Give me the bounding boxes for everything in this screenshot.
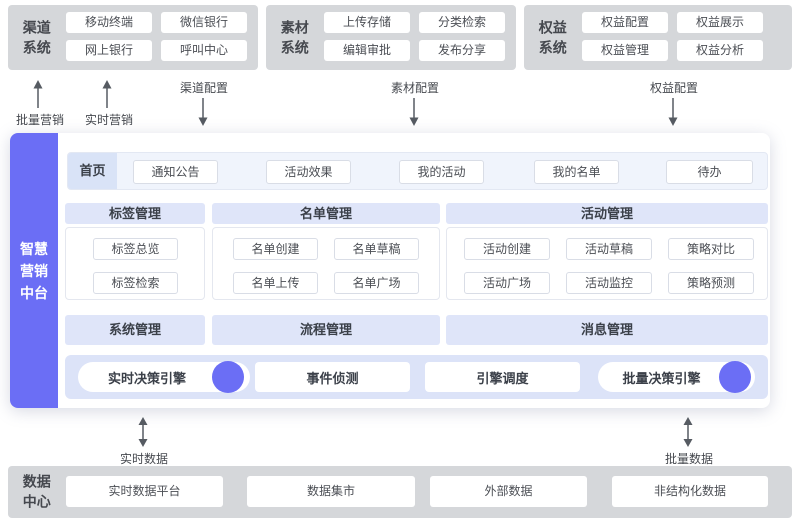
batch-marketing-label: 批量营销 [15, 113, 64, 127]
strategy-compare-button[interactable]: 策略对比 [668, 238, 754, 260]
nav-todo-button[interactable]: 待办 [666, 160, 753, 184]
tag-search-button[interactable]: 标签检索 [93, 272, 178, 294]
data-center-box: 数据中心 实时数据平台 数据集市 外部数据 非结构化数据 [8, 466, 792, 518]
engine-dot-icon [719, 361, 751, 393]
arrow-down-icon [409, 98, 419, 126]
material-config-label: 素材配置 [390, 81, 439, 95]
unstructured-data-item[interactable]: 非结构化数据 [612, 476, 768, 507]
activity-management-header: 活动管理 [446, 203, 768, 224]
channel-item-mobile-terminal[interactable]: 移动终端 [66, 12, 152, 33]
external-data-item[interactable]: 外部数据 [430, 476, 587, 507]
engine-band: 实时决策引擎 事件侦测 引擎调度 批量决策引擎 [65, 355, 768, 399]
activity-management-body: 活动创建 活动草稿 策略对比 活动广场 活动监控 策略预测 [446, 227, 768, 300]
engine-scheduling-pill[interactable]: 引擎调度 [425, 362, 580, 392]
benefit-item-manage[interactable]: 权益管理 [582, 40, 668, 61]
channel-item-online-bank[interactable]: 网上银行 [66, 40, 152, 61]
benefit-item-config[interactable]: 权益配置 [582, 12, 668, 33]
material-item-edit-approve[interactable]: 编辑审批 [324, 40, 410, 61]
channel-system-box: 渠道系统 移动终端 微信银行 网上银行 呼叫中心 [8, 5, 258, 70]
benefit-config-label: 权益配置 [649, 81, 698, 95]
arrow-updown-icon [683, 417, 693, 447]
channel-config-label: 渠道配置 [179, 81, 228, 95]
batch-decision-engine-label: 批量决策引擎 [622, 370, 701, 386]
arrow-up-icon [33, 80, 43, 108]
channel-system-label: 渠道系统 [22, 19, 51, 56]
benefit-system-label: 权益系统 [538, 19, 567, 56]
material-system-box: 素材系统 上传存储 分类检索 编辑审批 发布分享 [266, 5, 516, 70]
realtime-decision-engine-pill[interactable]: 实时决策引擎 [78, 361, 250, 393]
activity-draft-button[interactable]: 活动草稿 [566, 238, 652, 260]
platform-card: 智慧营销中台 首页 通知公告 活动效果 我的活动 我的名单 待办 标签管理 标签… [10, 133, 770, 408]
benefit-system-box: 权益系统 权益配置 权益展示 权益管理 权益分析 [524, 5, 792, 70]
batch-data-label: 批量数据 [664, 452, 713, 466]
arrow-down-icon [198, 98, 208, 126]
realtime-data-label: 实时数据 [119, 452, 168, 466]
tag-management-body: 标签总览 标签检索 [65, 227, 205, 300]
event-detection-label: 事件侦测 [306, 370, 359, 386]
arrow-updown-icon [138, 417, 148, 447]
benefit-item-display[interactable]: 权益展示 [677, 12, 763, 33]
realtime-marketing-label: 实时营销 [84, 113, 133, 127]
nav-my-list-button[interactable]: 我的名单 [534, 160, 619, 184]
engine-dot-icon [212, 361, 244, 393]
engine-scheduling-label: 引擎调度 [476, 370, 529, 386]
material-item-category-search[interactable]: 分类检索 [419, 12, 505, 33]
system-management-header: 系统管理 [65, 315, 205, 345]
arrow-down-icon [668, 98, 678, 126]
platform-title: 智慧营销中台 [20, 240, 48, 301]
realtime-decision-engine-label: 实时决策引擎 [107, 370, 186, 386]
strategy-predict-button[interactable]: 策略预测 [668, 272, 754, 294]
arrow-up-icon [102, 80, 112, 108]
material-item-upload-storage[interactable]: 上传存储 [324, 12, 410, 33]
list-management-body: 名单创建 名单草稿 名单上传 名单广场 [212, 227, 440, 300]
event-detection-pill[interactable]: 事件侦测 [255, 362, 410, 392]
data-center-label: 数据中心 [22, 473, 51, 510]
tag-management-header: 标签管理 [65, 203, 205, 224]
benefit-item-analyze[interactable]: 权益分析 [677, 40, 763, 61]
nav-activity-effect-button[interactable]: 活动效果 [266, 160, 351, 184]
nav-notice-button[interactable]: 通知公告 [133, 160, 218, 184]
message-management-header: 消息管理 [446, 315, 768, 345]
activity-create-button[interactable]: 活动创建 [464, 238, 550, 260]
list-draft-button[interactable]: 名单草稿 [334, 238, 419, 260]
platform-sidebar: 智慧营销中台 [10, 133, 58, 408]
batch-decision-engine-pill[interactable]: 批量决策引擎 [598, 361, 755, 393]
channel-item-call-center[interactable]: 呼叫中心 [161, 40, 247, 61]
platform-topbar: 首页 通知公告 活动效果 我的活动 我的名单 待办 [67, 152, 768, 190]
list-create-button[interactable]: 名单创建 [233, 238, 318, 260]
list-upload-button[interactable]: 名单上传 [233, 272, 318, 294]
list-square-button[interactable]: 名单广场 [334, 272, 419, 294]
nav-my-activity-button[interactable]: 我的活动 [399, 160, 484, 184]
material-item-publish-share[interactable]: 发布分享 [419, 40, 505, 61]
channel-item-wechat-bank[interactable]: 微信银行 [161, 12, 247, 33]
list-management-header: 名单管理 [212, 203, 440, 224]
activity-square-button[interactable]: 活动广场 [464, 272, 550, 294]
process-management-header: 流程管理 [212, 315, 440, 345]
activity-monitor-button[interactable]: 活动监控 [566, 272, 652, 294]
tab-home[interactable]: 首页 [68, 153, 117, 189]
data-mart-item[interactable]: 数据集市 [247, 476, 415, 507]
tag-overview-button[interactable]: 标签总览 [93, 238, 178, 260]
realtime-data-platform-item[interactable]: 实时数据平台 [66, 476, 223, 507]
material-system-label: 素材系统 [280, 19, 309, 56]
